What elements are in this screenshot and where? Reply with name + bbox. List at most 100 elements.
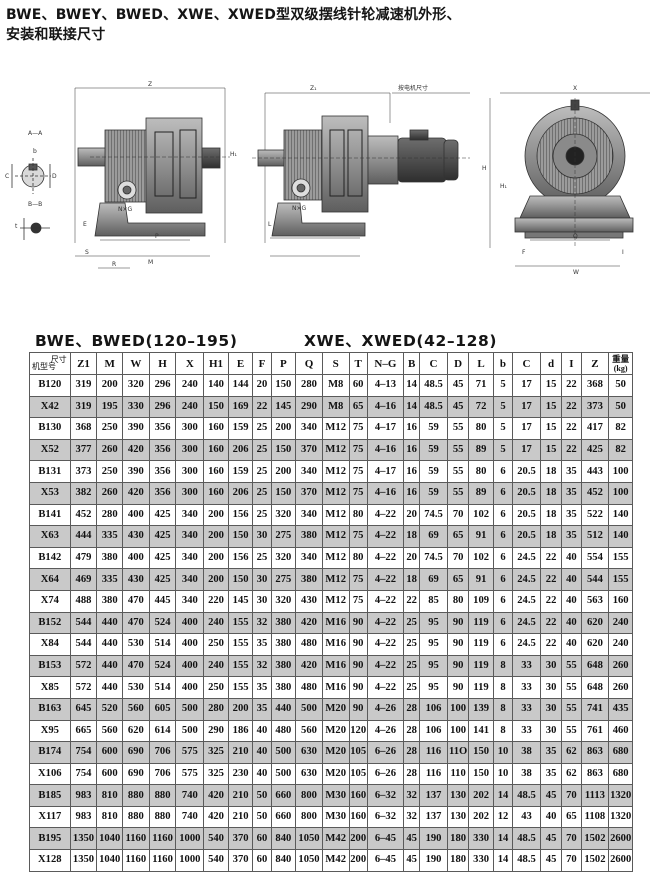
table-cell: 137 bbox=[419, 805, 448, 829]
table-cell: M12 bbox=[321, 438, 350, 462]
table-cell: 25 bbox=[252, 438, 272, 462]
table-cell: 444 bbox=[69, 525, 98, 548]
table-cell: 20.5 bbox=[512, 525, 541, 548]
table-cell: 25 bbox=[252, 546, 272, 570]
table-cell: 630 bbox=[295, 762, 323, 786]
table-cell: 250 bbox=[203, 676, 229, 699]
table-cell: 95 bbox=[419, 676, 448, 699]
table-cell: 983 bbox=[69, 784, 98, 807]
table-cell: 16 bbox=[403, 460, 421, 483]
table-cell: 190 bbox=[419, 827, 448, 851]
table-cell: 4–22 bbox=[366, 568, 405, 591]
page-title-line-1: BWE、BWEY、BWED、XWE、XWED型双级摆线针轮减速机外形、 bbox=[6, 7, 461, 23]
label-nxg-1: N×G bbox=[118, 206, 133, 213]
table-cell: 4–22 bbox=[366, 633, 405, 656]
table-cell: 452 bbox=[69, 503, 98, 527]
table-cell: 368 bbox=[69, 417, 98, 440]
table-cell: M12 bbox=[321, 460, 350, 483]
table-cell: 320 bbox=[270, 589, 297, 613]
table-cell: 55 bbox=[446, 460, 470, 483]
table-cell: 2600 bbox=[608, 849, 633, 872]
table-cell: 200 bbox=[203, 568, 229, 591]
table-cell: 706 bbox=[148, 741, 177, 764]
table-cell: M8 bbox=[321, 395, 350, 419]
table-cell: 6 bbox=[492, 633, 514, 656]
table-cell: 102 bbox=[468, 546, 494, 570]
table-cell: 24.5 bbox=[512, 633, 541, 656]
table-cell: 377 bbox=[69, 438, 98, 462]
label-motor-dimension: 按电机尺寸 bbox=[398, 84, 428, 92]
table-cell: 380 bbox=[96, 546, 123, 570]
table-cell: 1320 bbox=[608, 805, 633, 829]
table-cell: 14 bbox=[403, 395, 421, 419]
table-cell: 22 bbox=[539, 589, 563, 613]
label-z: Z bbox=[148, 81, 152, 88]
model-cell: B131 bbox=[29, 460, 71, 483]
table-cell: 65 bbox=[561, 805, 582, 829]
table-cell: 260 bbox=[608, 676, 633, 699]
model-cell: B195 bbox=[29, 827, 71, 851]
label-b: b bbox=[33, 148, 37, 155]
table-cell: 59 bbox=[419, 438, 448, 462]
label-q: Q bbox=[573, 233, 578, 240]
table-cell: 540 bbox=[203, 849, 229, 872]
table-cell: 30 bbox=[539, 676, 563, 699]
table-cell: 22 bbox=[403, 589, 421, 613]
table-cell: 356 bbox=[148, 460, 177, 483]
table-cell: 195 bbox=[96, 395, 123, 419]
table-cell: 356 bbox=[148, 417, 177, 440]
weight-header-unit: (kg) bbox=[613, 363, 628, 373]
table-cell: 430 bbox=[122, 568, 150, 591]
column-header: X bbox=[175, 352, 205, 375]
table-cell: 75 bbox=[348, 525, 368, 548]
table-cell: 85 bbox=[419, 589, 448, 613]
table-cell: 15 bbox=[539, 417, 563, 440]
table-cell: 35 bbox=[252, 676, 272, 699]
table-cell: 420 bbox=[295, 611, 323, 635]
table-cell: 75 bbox=[348, 568, 368, 591]
table-cell: 260 bbox=[96, 438, 123, 462]
table-cell: 156 bbox=[227, 546, 254, 570]
label-section-aa: A—A bbox=[28, 130, 43, 137]
table-cell: 425 bbox=[148, 568, 177, 591]
table-cell: 82 bbox=[608, 438, 633, 462]
table-cell: 335 bbox=[96, 568, 123, 591]
table-cell: 155 bbox=[608, 568, 633, 591]
table-cell: 120 bbox=[348, 719, 368, 743]
table-cell: 340 bbox=[175, 525, 205, 548]
table-cell: 20.5 bbox=[512, 460, 541, 483]
table-cell: 1160 bbox=[148, 849, 177, 872]
label-h: H bbox=[482, 165, 487, 172]
table-cell: 30 bbox=[252, 589, 272, 613]
table-cell: 25 bbox=[252, 417, 272, 440]
table-cell: 740 bbox=[175, 784, 205, 807]
label-x: X bbox=[573, 85, 577, 92]
table-cell: 71 bbox=[468, 374, 494, 397]
page-title-line-2: 安装和联接尺寸 bbox=[6, 27, 106, 43]
table-cell: 4–16 bbox=[366, 481, 405, 505]
column-header: M bbox=[96, 352, 123, 375]
table-cell: 35 bbox=[252, 633, 272, 656]
table-cell: 425 bbox=[148, 525, 177, 548]
table-cell: 1350 bbox=[69, 827, 98, 851]
model-cell: B174 bbox=[29, 741, 71, 764]
table-cell: 370 bbox=[227, 849, 254, 872]
table-cell: 150 bbox=[468, 741, 494, 764]
table-cell: 6–26 bbox=[366, 762, 405, 786]
column-header: Z bbox=[580, 352, 610, 375]
model-cell: X64 bbox=[29, 568, 71, 591]
table-cell: 530 bbox=[122, 633, 150, 656]
table-cell: 65 bbox=[446, 568, 470, 591]
table-cell: 90 bbox=[348, 676, 368, 699]
corner-header: 尺寸 机型号 bbox=[29, 352, 71, 375]
table-cell: 275 bbox=[270, 568, 297, 591]
model-cell: B130 bbox=[29, 417, 71, 440]
table-cell: 6 bbox=[492, 611, 514, 635]
